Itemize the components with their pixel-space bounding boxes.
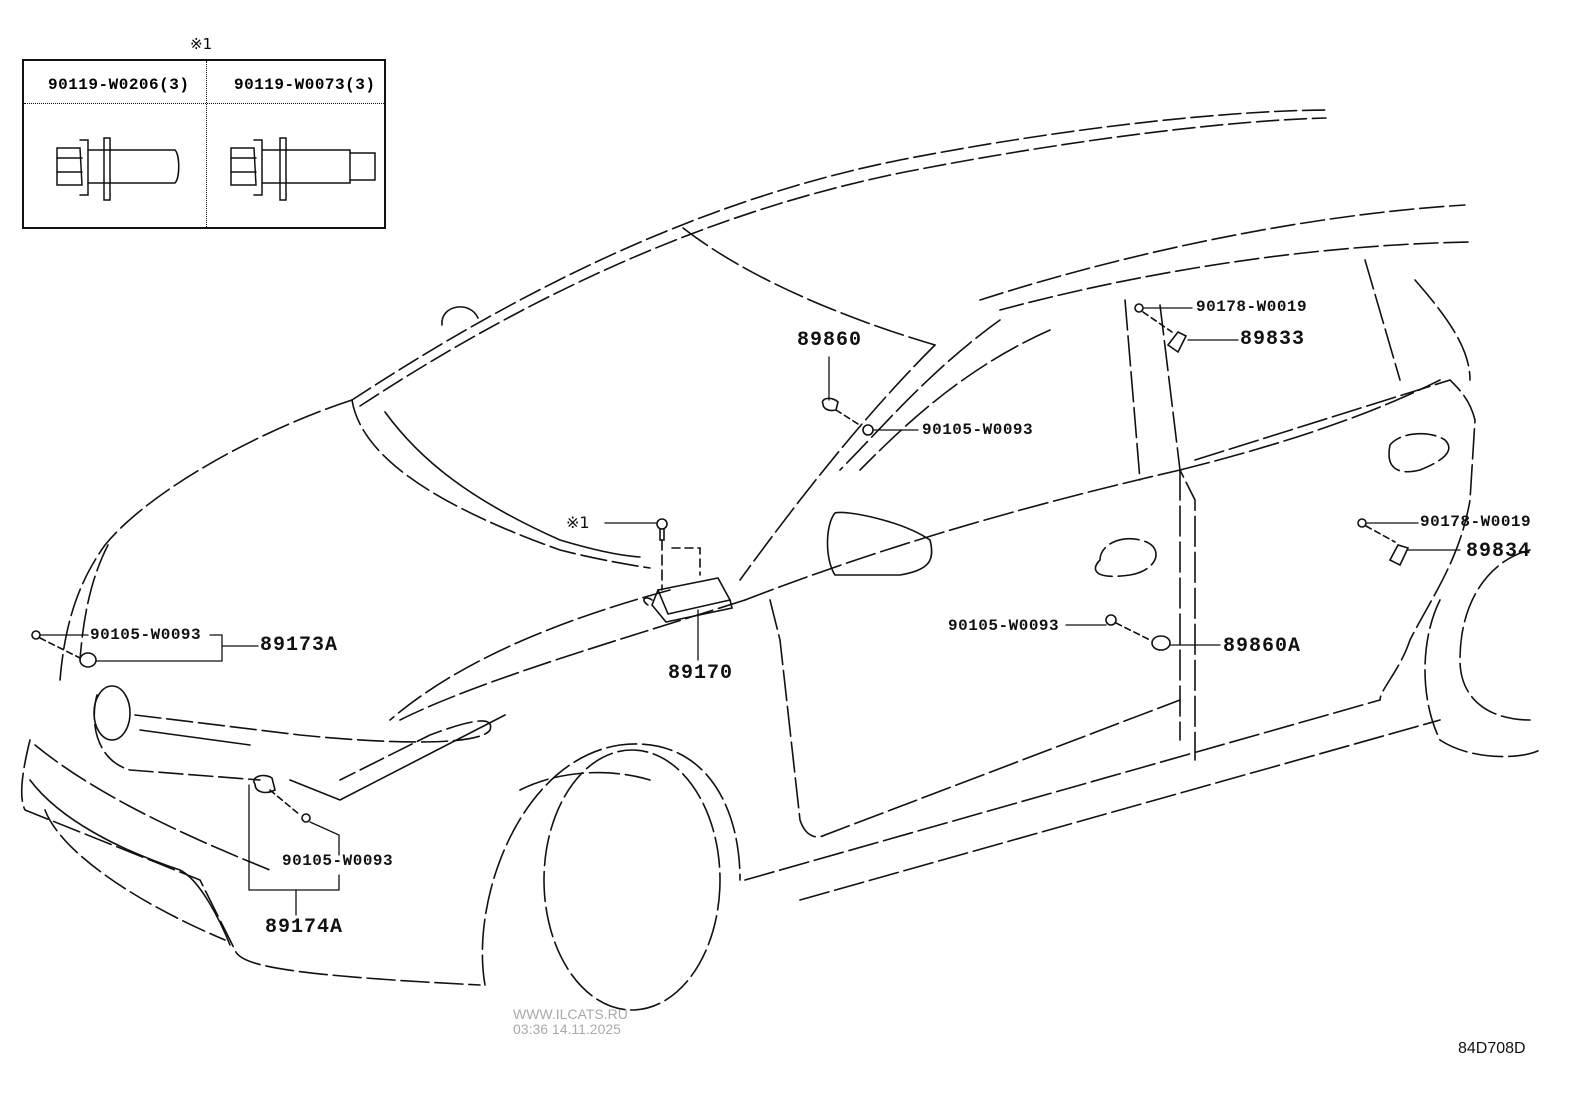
a-pillar-outline (739, 319, 1051, 581)
callout-rear-nut-2[interactable]: 90178-W0019 (1420, 513, 1532, 531)
side-mirror-outline (826, 511, 933, 576)
legend-part-number[interactable]: 90119-W0206(3) (48, 76, 190, 94)
legend-bolt-drawings (56, 137, 376, 201)
watermark: WWW.ILCATS.RU 03:36 14.11.2025 (513, 1007, 628, 1037)
ecu-bolt-part (656, 518, 668, 541)
callout-door-bolt[interactable]: 90105-W0093 (948, 617, 1060, 635)
callout-rear-sensor-2[interactable]: 89834 (1466, 540, 1532, 563)
rocker-panel-outline (744, 699, 1441, 901)
watermark-timestamp: 03:36 14.11.2025 (513, 1021, 621, 1037)
front-door-outline (744, 469, 1181, 838)
callout-rear-sensor-1[interactable]: 89833 (1240, 328, 1306, 351)
legend-header-row (24, 61, 384, 104)
callout-ecu-bolt-ref[interactable]: ※1 (566, 513, 590, 532)
callout-front-left-sensor[interactable]: 89173A (260, 634, 339, 657)
callout-pillar-bolt[interactable]: 90105-W0093 (922, 421, 1034, 439)
front-wheel-outline (481, 743, 741, 1011)
callout-door-sensor[interactable]: 89860A (1223, 635, 1302, 658)
rear-roof-outline (979, 204, 1471, 311)
windshield-outline (351, 227, 936, 569)
legend-part-number[interactable]: 90119-W0073(3) (234, 76, 376, 94)
roof-outline (351, 109, 1331, 407)
watermark-site: WWW.ILCATS.RU (513, 1006, 628, 1022)
airbag-ecu-part (643, 539, 733, 623)
callout-pillar-sensor[interactable]: 89860 (797, 329, 863, 352)
front-bumper-outline (20, 714, 506, 986)
headlight-outline (93, 685, 492, 781)
callout-front-right-bolt[interactable]: 90105-W0093 (282, 852, 394, 870)
callout-front-right-sensor[interactable]: 89174A (265, 916, 344, 939)
callout-front-left-bolt[interactable]: 90105-W0093 (90, 626, 202, 644)
callout-airbag-ecu[interactable]: 89170 (668, 662, 734, 685)
hood-outline (59, 399, 746, 721)
sensor-parts (31, 303, 1410, 823)
rear-door-outline (1124, 259, 1476, 761)
legend-marker: ※1 (190, 35, 213, 53)
diagram-code: 84D708D (1458, 1040, 1526, 1057)
legend-table: 90119-W0206(3) 90119-W0073(3) (22, 59, 386, 229)
legend-divider (206, 61, 207, 227)
callout-rear-nut-1[interactable]: 90178-W0019 (1196, 298, 1308, 316)
leader-lines (39, 307, 1461, 916)
rear-wheel-outline (1414, 279, 1541, 758)
